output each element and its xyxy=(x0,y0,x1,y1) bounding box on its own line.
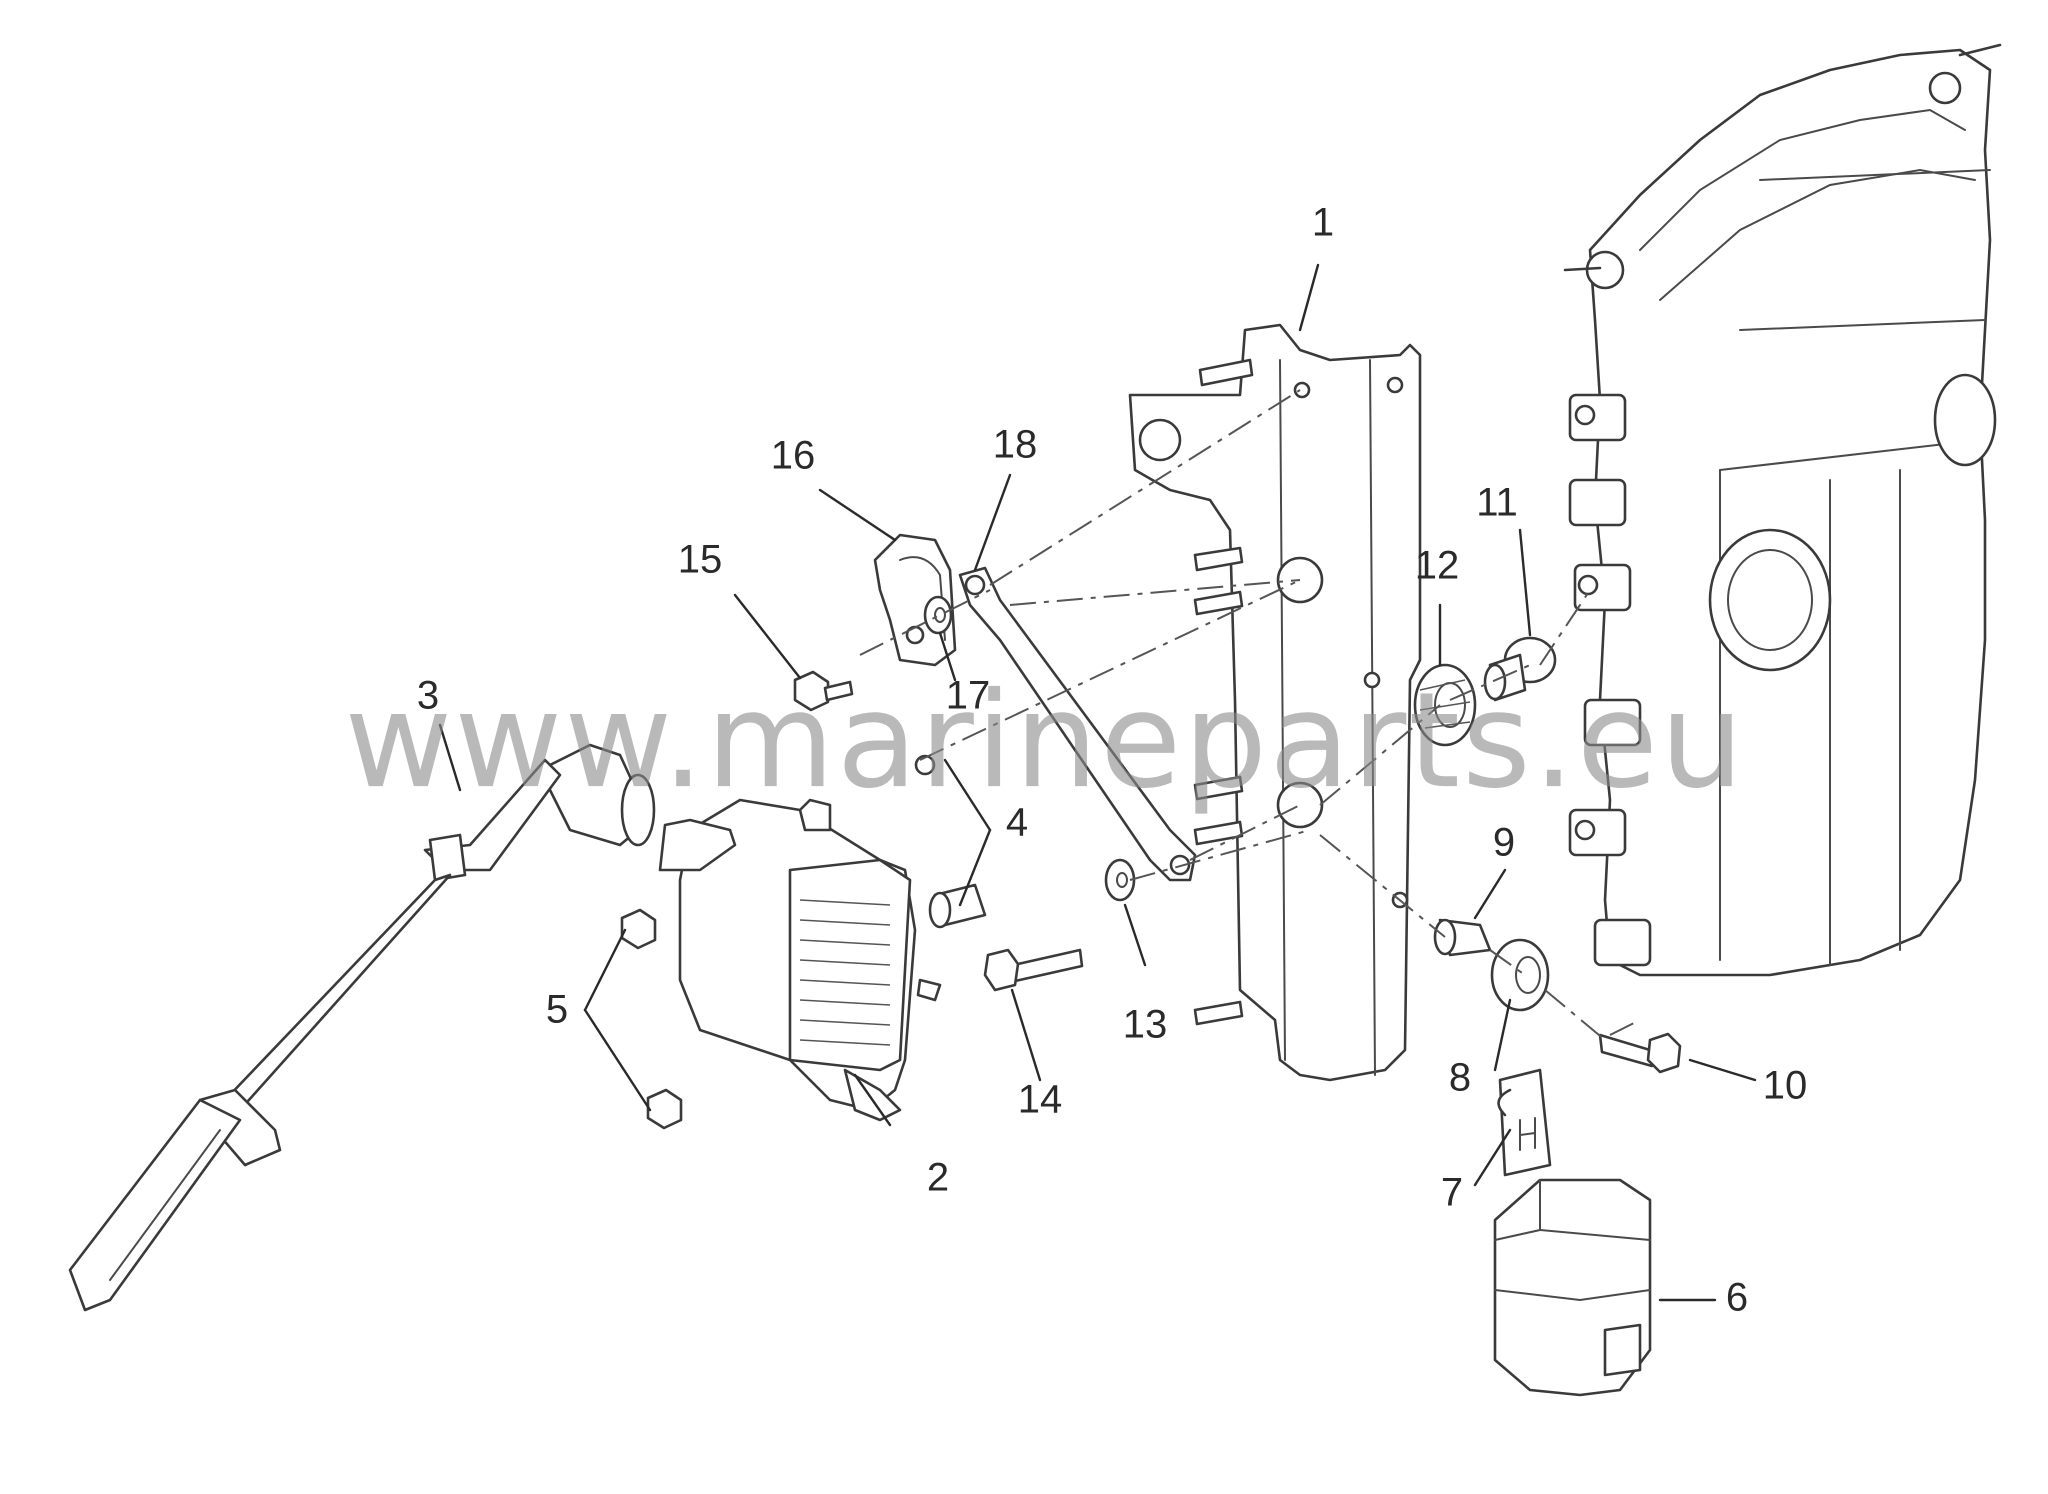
screw-15 xyxy=(793,670,854,712)
callout-17: 17 xyxy=(946,674,991,718)
callout-13: 13 xyxy=(1123,1003,1168,1047)
callout-5: 5 xyxy=(546,988,568,1032)
washer-17 xyxy=(923,595,953,635)
relay xyxy=(1493,1178,1652,1397)
spacer-sleeve xyxy=(1433,918,1492,957)
mounting-bracket xyxy=(1128,323,1422,1082)
callout-2: 2 xyxy=(927,1156,949,1200)
callout-11: 11 xyxy=(1476,481,1518,525)
callout-1: 1 xyxy=(1312,201,1334,245)
flanged-spacer xyxy=(1483,636,1557,702)
leader-lines xyxy=(438,263,1757,1302)
ignition-coil xyxy=(658,798,942,1122)
spark-plug-lead xyxy=(68,743,656,1312)
hex-nuts xyxy=(620,908,683,1130)
callout-12: 12 xyxy=(1415,544,1460,588)
callout-9: 9 xyxy=(1493,821,1515,865)
callout-16: 16 xyxy=(771,434,816,478)
washer xyxy=(1104,858,1136,902)
dowel-pins xyxy=(914,754,987,929)
callout-8: 8 xyxy=(1449,1056,1471,1100)
relay-clip xyxy=(1497,1068,1552,1177)
bolt-14 xyxy=(983,948,1084,992)
callout-14: 14 xyxy=(1018,1078,1063,1122)
engine-cover xyxy=(1563,43,2002,977)
ground-strap xyxy=(958,566,1197,882)
grommet xyxy=(1490,938,1550,1012)
callout-18: 18 xyxy=(993,423,1038,467)
callout-3: 3 xyxy=(417,674,439,718)
assembly-lines xyxy=(859,389,1641,1041)
bolt-10 xyxy=(1598,1032,1682,1074)
callout-15: 15 xyxy=(678,538,723,582)
grommet-12 xyxy=(1413,663,1477,747)
callout-6: 6 xyxy=(1726,1276,1748,1320)
watermark: www.marineparts.eu xyxy=(344,664,1745,818)
callout-10: 10 xyxy=(1763,1064,1808,1108)
callouts: 1 2 3 4 5 6 7 8 9 10 11 12 13 14 15 16 1… xyxy=(417,201,1807,1320)
callout-7: 7 xyxy=(1441,1171,1463,1215)
callout-4: 4 xyxy=(1006,801,1028,845)
